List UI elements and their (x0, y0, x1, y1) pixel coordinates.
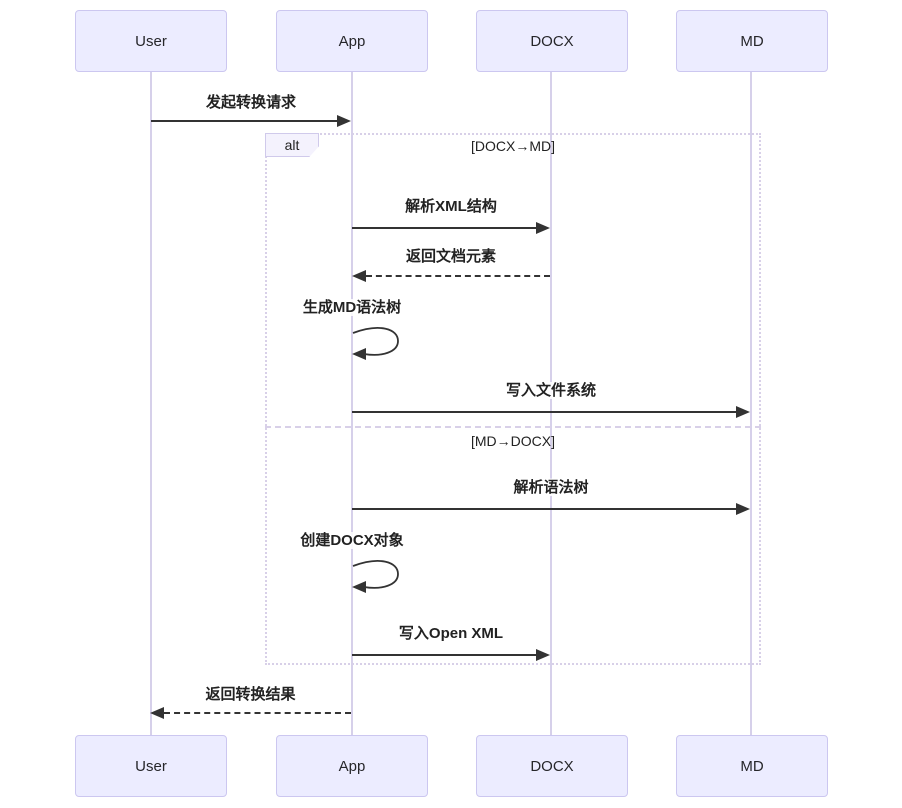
participant-user-bottom: User (75, 735, 227, 797)
arrowhead-icon (536, 222, 550, 234)
lifeline-md (750, 72, 752, 735)
arrowhead-icon (736, 503, 750, 515)
message-line (352, 411, 738, 413)
lifeline-app (351, 72, 353, 735)
participant-app-bottom: App (276, 735, 428, 797)
message-line (151, 120, 339, 122)
message-line (352, 227, 538, 229)
arrowhead-icon (337, 115, 351, 127)
message-label: 返回转换结果 (150, 683, 351, 707)
alt-frame (265, 133, 761, 665)
participant-label: DOCX (530, 32, 574, 50)
self-loop-arrow (352, 327, 399, 360)
participant-docx-top: DOCX (476, 10, 628, 72)
participant-label: MD (740, 757, 764, 775)
participant-label: DOCX (530, 757, 574, 775)
message-label: 生成MD语法树 (272, 296, 432, 320)
arrowhead-icon (150, 707, 164, 719)
alt-divider (265, 426, 761, 428)
participant-label: App (338, 32, 366, 50)
message-label: 写入Open XML (352, 622, 550, 646)
participant-md-top: MD (676, 10, 828, 72)
arrowhead-icon (736, 406, 750, 418)
participant-docx-bottom: DOCX (476, 735, 628, 797)
message-label: 发起转换请求 (151, 91, 351, 115)
message-label: 返回文档元素 (352, 245, 550, 269)
lifeline-docx (550, 72, 552, 735)
participant-label: App (338, 757, 366, 775)
self-loop-arrow (352, 560, 399, 593)
message-label: 写入文件系统 (352, 379, 750, 403)
participant-label: User (135, 757, 167, 775)
arrowhead-icon (536, 649, 550, 661)
message-label: 解析XML结构 (352, 195, 550, 219)
alt-condition-1: [DOCX→MD] (471, 138, 555, 154)
participant-user-top: User (75, 10, 227, 72)
participant-label: User (135, 32, 167, 50)
message-label: 解析语法树 (352, 476, 750, 500)
participant-label: MD (740, 32, 764, 50)
arrowhead-icon (352, 270, 366, 282)
message-line (352, 654, 538, 656)
message-label: 创建DOCX对象 (272, 529, 432, 553)
lifeline-user (150, 72, 152, 735)
participant-md-bottom: MD (676, 735, 828, 797)
message-line (164, 712, 351, 714)
participant-app-top: App (276, 10, 428, 72)
alt-condition-2: [MD→DOCX] (471, 433, 555, 449)
message-line (352, 508, 738, 510)
alt-label: alt (265, 133, 319, 157)
message-line (366, 275, 550, 277)
